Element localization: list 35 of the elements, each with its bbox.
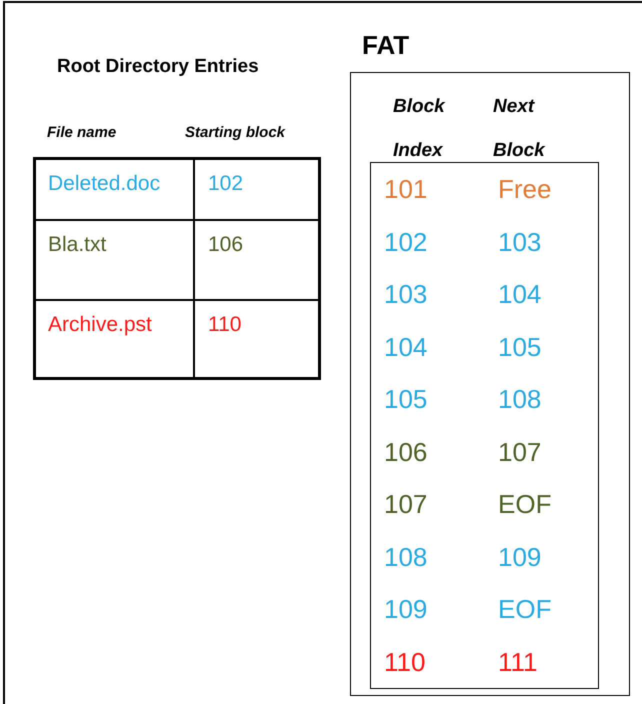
table-title: Root Directory Entries <box>57 56 259 78</box>
table-value: 101 <box>384 174 428 204</box>
directory-table <box>33 157 321 380</box>
table-value: 108 <box>384 542 428 572</box>
column-header: Next Block <box>493 95 546 163</box>
table-value: Free <box>498 174 552 204</box>
table-value: 107 <box>384 489 428 519</box>
table-value: 106 <box>384 436 428 466</box>
table-cell: Bla.txt <box>36 221 195 301</box>
table-cell: 106 <box>195 221 318 301</box>
table-title: FAT <box>362 30 410 61</box>
table-value: 111 <box>498 646 538 676</box>
table-value: 102 <box>384 226 428 256</box>
table-value: 110 <box>384 646 426 676</box>
table-value: 104 <box>498 279 542 309</box>
table-value: 103 <box>384 279 428 309</box>
table-cell: 110 <box>195 301 318 377</box>
table-value: 108 <box>498 384 542 414</box>
table-value: 105 <box>384 384 428 414</box>
table-value: 104 <box>384 332 428 362</box>
table-value: EOF <box>498 594 552 624</box>
table-cell: 102 <box>195 160 318 221</box>
fat-table <box>350 72 630 696</box>
table-value: 105 <box>498 332 542 362</box>
column-header: Starting block <box>185 124 286 141</box>
column-header: File name <box>47 124 116 141</box>
table-value: 109 <box>498 542 542 572</box>
table-value: 107 <box>498 436 542 466</box>
table-value: 103 <box>498 226 542 256</box>
table-value: 109 <box>384 594 428 624</box>
table-value: EOF <box>498 489 552 519</box>
table-cell: Archive.pst <box>36 301 195 377</box>
table-cell: Deleted.doc <box>36 160 195 221</box>
fat-entries-box <box>370 162 599 689</box>
column-header: Block Index <box>393 95 446 163</box>
